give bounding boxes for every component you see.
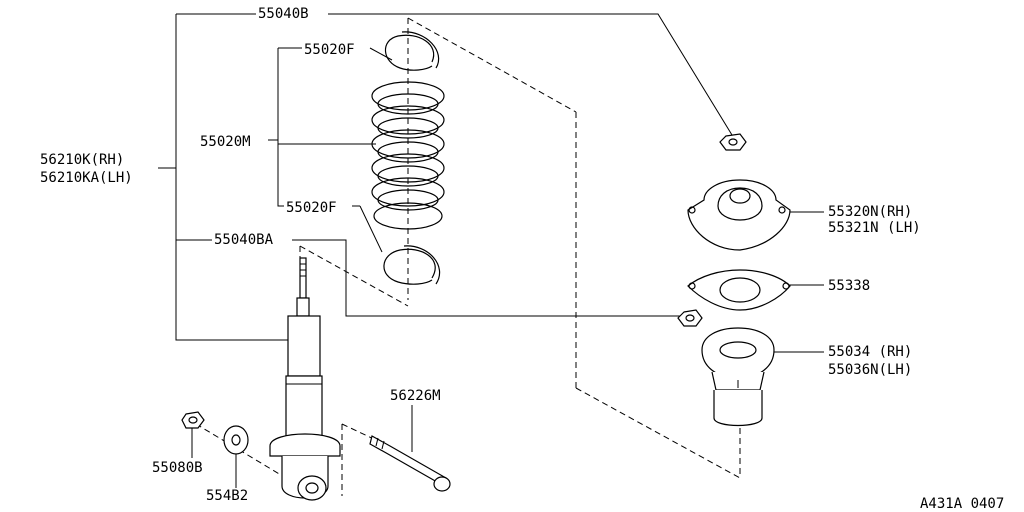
bolt (369, 435, 451, 492)
label-56226m: 56226M (390, 388, 441, 404)
bound-bumper (701, 327, 775, 427)
label-55020m: 55020M (200, 134, 251, 150)
strut-mount (687, 179, 791, 251)
mount-nut-top (719, 133, 747, 151)
label-56210ka: 56210KA(LH) (40, 170, 133, 186)
label-55040ba: 55040BA (214, 232, 274, 248)
label-55321n: 55321N (LH) (828, 220, 921, 236)
diagram-code: A431A 0407 (920, 496, 1004, 512)
label-55020f-top: 55020F (304, 42, 355, 58)
washer (223, 425, 249, 455)
label-55020f-bottom: 55020F (286, 200, 337, 216)
coil-spring (371, 81, 445, 230)
part-labels: 55040B 55020F 55020M 55020F 56210K(RH) 5… (40, 6, 1004, 512)
label-554b2: 554B2 (206, 488, 248, 504)
label-55320n: 55320N(RH) (828, 204, 912, 220)
spring-insulator-bottom (383, 245, 441, 285)
leader-lines (158, 13, 824, 488)
mount-nut-bottom (677, 309, 703, 327)
label-55080b: 55080B (152, 460, 203, 476)
spring-insulator-top (384, 31, 440, 71)
label-55338: 55338 (828, 278, 870, 294)
label-55036n: 55036N(LH) (828, 362, 912, 378)
gasket (687, 269, 791, 311)
label-55034: 55034 (RH) (828, 344, 912, 360)
nut (181, 411, 205, 429)
shock-absorber (269, 257, 341, 501)
label-56210k: 56210K(RH) (40, 152, 124, 168)
dashed-assembly-lines (195, 17, 741, 496)
label-55040b: 55040B (258, 6, 309, 22)
